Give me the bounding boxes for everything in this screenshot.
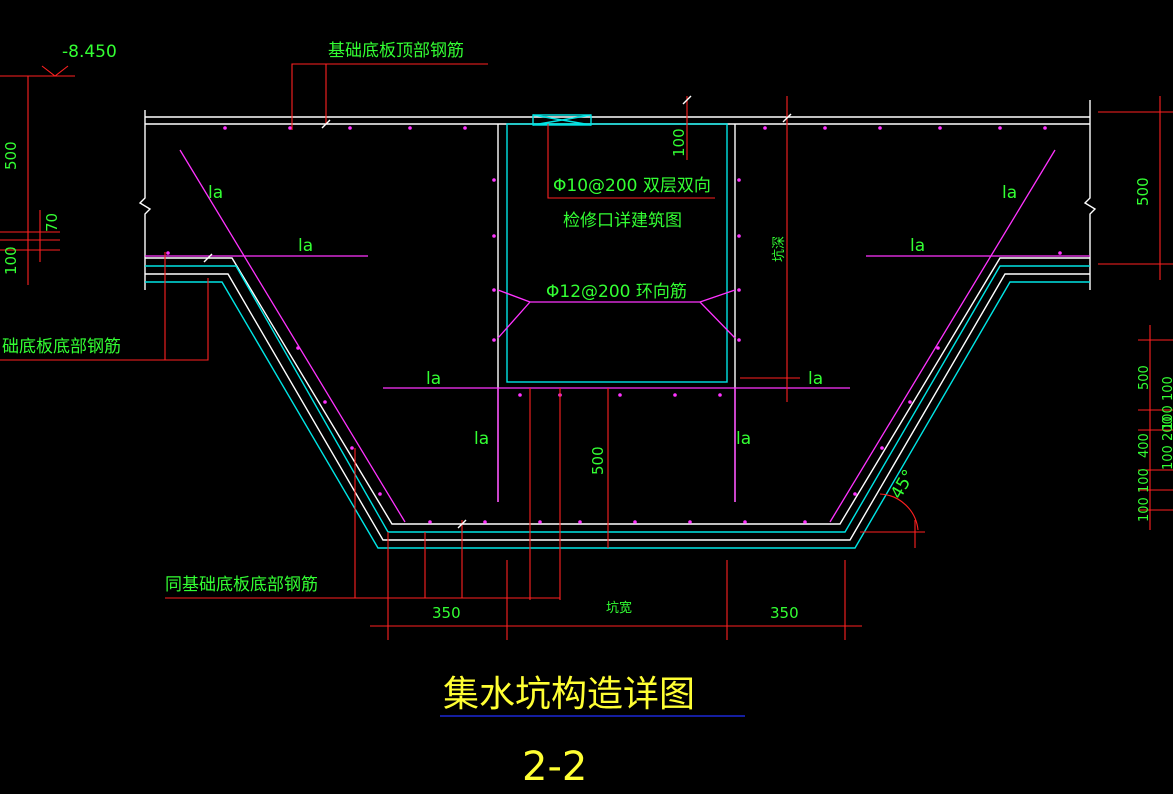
rebar-dots [166, 126, 1062, 524]
same-bottom-rebar-label: 同基础底板底部钢筋 [165, 575, 318, 595]
dim-500-left: 500 [2, 141, 20, 170]
la-label: la [426, 369, 441, 389]
dim-350-right: 350 [770, 604, 799, 622]
dimension-lines [0, 63, 1173, 640]
drawing-title: 集水坑构造详图 [443, 674, 695, 715]
dim-100-200-far-right: 100 200 [1161, 416, 1173, 470]
dim-500-middle: 500 [589, 446, 607, 475]
labels: -8.450 基础底板顶部钢筋 础底板底部钢筋 同基础底板底部钢筋 Φ10@20… [2, 41, 1173, 790]
la-label: la [910, 236, 925, 256]
dim-500-far-right: 500 [1137, 365, 1152, 390]
la-label: la [736, 429, 751, 449]
dim-100-top: 100 [670, 128, 688, 157]
dim-100-100-far-right: 100 100 [1161, 376, 1173, 430]
dim-400-far-right: 400 [1137, 433, 1152, 458]
pit-depth-label: 坑深 [772, 236, 787, 262]
la-label: la [1002, 183, 1017, 203]
la-label: la [208, 183, 223, 203]
dim-500-right: 500 [1134, 177, 1152, 206]
dim-100-left: 100 [2, 246, 20, 275]
top-rebar-label: 基础底板顶部钢筋 [328, 41, 464, 61]
inspection-label: 检修口详建筑图 [563, 211, 682, 231]
dim-350-left: 350 [432, 604, 461, 622]
la-label: la [808, 369, 823, 389]
la-label: la [298, 236, 313, 256]
dim-100-100b-far-right: 100 100 [1137, 468, 1152, 522]
angle-label: 45° [887, 466, 919, 502]
la-label: la [474, 429, 489, 449]
bottom-rebar-left-label: 础底板底部钢筋 [2, 337, 121, 357]
elevation-label: -8.450 [62, 42, 117, 62]
phi12-label: Φ12@200 环向筋 [546, 282, 687, 302]
bottom-slab-layers [145, 265, 1090, 549]
pit-width-label: 坑宽 [606, 600, 632, 616]
section-label: 2-2 [522, 744, 587, 790]
concrete-outline [138, 100, 1097, 525]
phi10-label: Φ10@200 双层双向 [553, 176, 711, 196]
anchorage-lines [145, 149, 1090, 523]
dim-70-left: 70 [43, 213, 61, 232]
